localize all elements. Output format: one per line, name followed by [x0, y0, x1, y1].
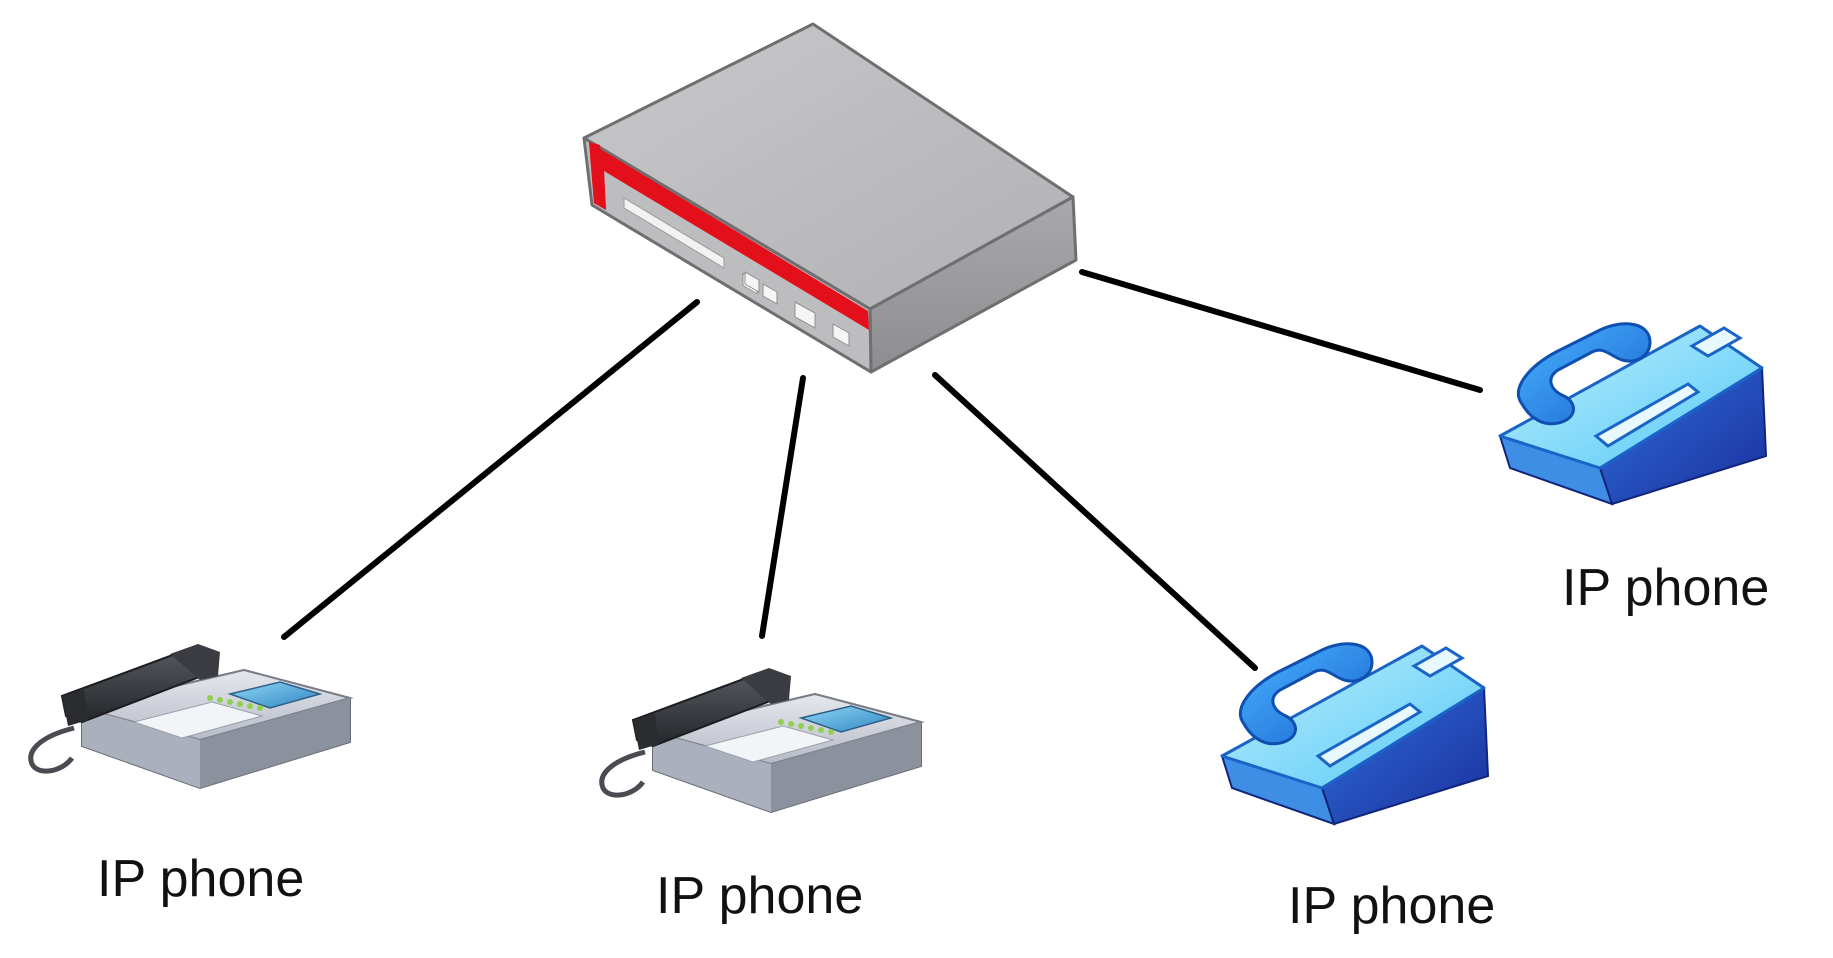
desk-phone-icon	[28, 644, 354, 790]
ip-phone-icon	[1220, 642, 1490, 826]
link-switch-phone-4	[1079, 269, 1483, 393]
ip-phone-icon	[1498, 322, 1768, 506]
connections	[281, 269, 1483, 671]
phone-label-1: IP phone	[97, 850, 305, 908]
link-switch-phone-1	[281, 299, 700, 640]
network-switch-icon	[582, 22, 1078, 374]
phone-label-3: IP phone	[1288, 877, 1496, 935]
desk-phone-icon	[599, 668, 925, 814]
phone-label-2: IP phone	[656, 867, 864, 925]
link-switch-phone-3	[932, 372, 1258, 671]
phone-label-4: IP phone	[1562, 559, 1770, 617]
link-switch-phone-2	[759, 375, 806, 639]
